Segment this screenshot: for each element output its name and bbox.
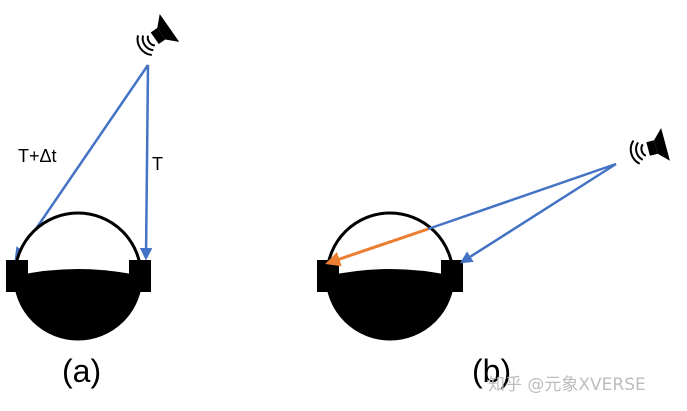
panel-a: T+Δt T (a) (6, 14, 179, 389)
ray-to-near-ear (462, 164, 616, 262)
head-with-headphones-icon (6, 213, 151, 339)
speaker-icon (131, 14, 180, 62)
head-with-headphones-icon (317, 213, 463, 339)
watermark-text: 知乎 @元象XVERSE (488, 375, 646, 395)
panel-a-caption: (a) (62, 353, 101, 389)
short-ray-label: T (152, 154, 163, 174)
long-ray-label: T+Δt (18, 146, 57, 166)
ray-to-far-ear (428, 164, 616, 229)
ray-short (146, 65, 148, 258)
panel-b: (b) (317, 128, 670, 389)
speaker-icon (627, 128, 670, 170)
